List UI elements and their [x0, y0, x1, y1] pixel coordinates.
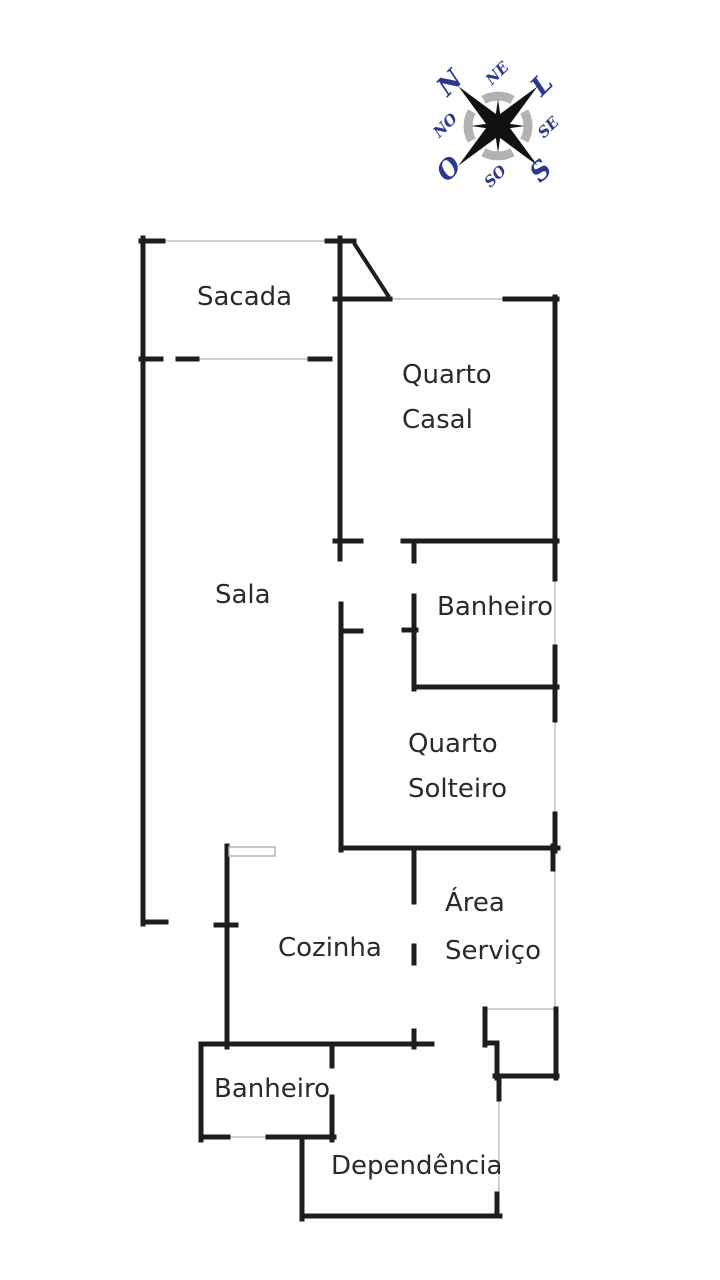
compass-label-ne: NE	[481, 58, 513, 90]
compass-label-se: SE	[534, 113, 563, 142]
room-label-dependencia: Dependência	[331, 1151, 503, 1181]
room-label-banheiro-meio: Banheiro	[437, 592, 553, 622]
compass-label-l: L	[525, 68, 560, 103]
compass-label-so: SO	[480, 161, 510, 191]
window-rect	[228, 846, 276, 857]
room-label-quarto-solteiro-1: Quarto	[408, 729, 498, 759]
window-lines	[163, 240, 556, 1195]
room-label-quarto-casal-1: Quarto	[402, 360, 492, 390]
room-label-sacada: Sacada	[197, 282, 293, 312]
door-swing	[228, 241, 391, 857]
room-label-area-servico-2: Serviço	[445, 936, 542, 966]
room-label-quarto-solteiro-2: Solteiro	[408, 774, 508, 804]
wall-segment	[352, 241, 391, 299]
room-label-sala: Sala	[215, 580, 271, 610]
compass-label-o: O	[431, 150, 468, 187]
room-label-quarto-casal-2: Casal	[402, 405, 473, 435]
compass-rose: N NE L SE S SO O NO	[429, 58, 563, 191]
compass-label-n: N	[431, 63, 471, 103]
room-label-cozinha: Cozinha	[278, 933, 382, 963]
wall-lines	[138, 235, 561, 1222]
compass-label-no: NO	[429, 109, 461, 141]
room-label-banheiro-baixo: Banheiro	[214, 1074, 330, 1104]
room-label-area-servico-1: Área	[445, 888, 505, 918]
